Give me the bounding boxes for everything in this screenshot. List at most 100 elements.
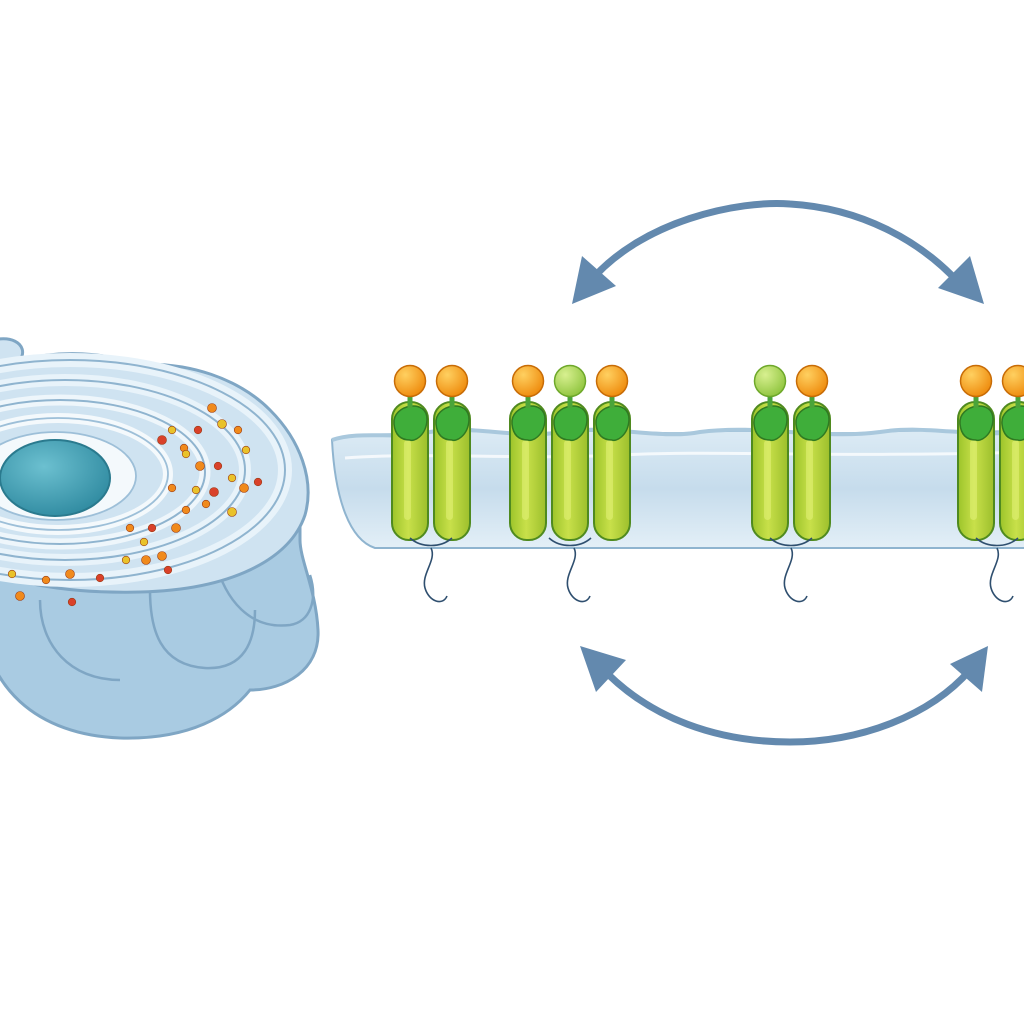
ligand-stalk — [609, 392, 615, 408]
receptor-tail — [409, 537, 453, 603]
receptor-cap — [553, 405, 588, 442]
receptor-group — [509, 364, 631, 603]
membrane-receptor-icon — [999, 364, 1024, 541]
vesicle-dot — [207, 403, 217, 413]
vesicle-dot — [167, 425, 177, 435]
membrane-inner-line — [344, 450, 1024, 460]
receptor-highlight — [404, 440, 411, 520]
vesicle-dot — [213, 461, 223, 471]
vesicle-dot — [141, 555, 151, 565]
nucleus-icon — [0, 439, 111, 517]
vesicle-dot — [121, 555, 131, 565]
vesicle-dot — [227, 473, 237, 483]
receptor-highlight — [522, 440, 529, 520]
arrow-head-bottom-left — [580, 646, 626, 692]
receptor-cap — [959, 405, 994, 442]
vesicle-dot — [125, 523, 135, 533]
ligand-sphere-icon — [753, 364, 787, 398]
vesicle-dot — [181, 449, 191, 459]
ligand-stalk — [767, 392, 773, 408]
vesicle-dot — [139, 537, 149, 547]
ligand-sphere-icon — [595, 364, 629, 398]
receptor-highlight — [764, 440, 771, 520]
membrane-receptor-icon — [509, 364, 547, 541]
vesicle-dot — [171, 523, 181, 533]
ligand-stalk — [407, 392, 413, 408]
ligand-stalk — [525, 392, 531, 408]
cycle-arrow-icon — [584, 200, 964, 288]
receptor-cap — [795, 405, 830, 442]
receptor-highlight — [446, 440, 453, 520]
ligand-sphere-icon — [553, 364, 587, 398]
vesicle-dot — [15, 591, 25, 601]
vesicle-dot — [157, 551, 167, 561]
vesicle-dot — [167, 483, 177, 493]
membrane-receptor-icon — [551, 364, 589, 541]
ligand-stalk — [449, 392, 455, 408]
ligand-sphere-icon — [795, 364, 829, 398]
vesicle-dot — [163, 565, 173, 575]
arrow-head-bottom-right — [950, 646, 988, 692]
membrane-receptor-icon — [751, 364, 789, 541]
vesicle-dot — [195, 461, 205, 471]
vesicle-cluster — [7, 403, 263, 607]
receptor-highlight — [564, 440, 571, 520]
arrow-head-top-right — [938, 256, 984, 304]
golgi-organelle-icon — [0, 337, 320, 740]
membrane-receptor-icon — [593, 364, 631, 541]
receptor-cap — [595, 405, 630, 442]
ligand-sphere-icon — [511, 364, 545, 398]
receptor-group — [957, 364, 1024, 603]
vesicle-dot — [181, 505, 191, 515]
ligand-sphere-icon — [959, 364, 993, 398]
cycle-arrows — [572, 200, 988, 746]
vesicle-dot — [217, 419, 227, 429]
membrane-top-edge — [331, 427, 1024, 442]
vesicle-dot — [193, 425, 203, 435]
vesicle-dot — [65, 569, 75, 579]
cycle-arrow-icon — [596, 662, 974, 746]
arrow-head-top-left — [572, 256, 616, 304]
vesicle-dot — [191, 485, 201, 495]
vesicle-dot — [239, 483, 249, 493]
vesicle-dot — [7, 569, 17, 579]
ligand-sphere-icon — [393, 364, 427, 398]
vesicle-dot — [67, 597, 77, 607]
receptor-highlight — [606, 440, 613, 520]
receptor-highlight — [970, 440, 977, 520]
vesicle-dot — [157, 435, 167, 445]
membrane-receptor-icon — [957, 364, 995, 541]
ligand-stalk — [809, 392, 815, 408]
vesicle-dot — [41, 575, 51, 585]
receptor-highlight — [1012, 440, 1019, 520]
ligand-stalk — [567, 392, 573, 408]
vesicle-dot — [253, 477, 263, 487]
receptor-cap — [753, 405, 788, 442]
receptor-tail — [548, 537, 592, 603]
organelle-lobes — [38, 559, 315, 682]
vesicle-dot — [147, 523, 157, 533]
vesicle-dot — [241, 445, 251, 455]
vesicle-dot — [209, 487, 219, 497]
receptor-group — [391, 364, 471, 603]
receptor-cap — [393, 405, 428, 442]
receptor-group — [751, 364, 831, 603]
receptor-highlight — [806, 440, 813, 520]
receptor-cap — [435, 405, 470, 442]
vesicle-dot — [95, 573, 105, 583]
vesicle-dot — [227, 507, 237, 517]
ligand-stalk — [1015, 392, 1021, 408]
vesicle-dot — [233, 425, 243, 435]
membrane-receptor-icon — [391, 364, 429, 541]
vesicle-dot — [201, 499, 211, 509]
receptor-tail — [975, 537, 1019, 603]
membrane-receptor-icon — [793, 364, 831, 541]
membrane-receptor-icon — [433, 364, 471, 541]
ligand-sphere-icon — [435, 364, 469, 398]
receptor-tail — [769, 537, 813, 603]
ligand-stalk — [973, 392, 979, 408]
ligand-sphere-icon — [1001, 364, 1024, 398]
receptor-cap — [511, 405, 546, 442]
receptor-row — [391, 364, 1024, 603]
